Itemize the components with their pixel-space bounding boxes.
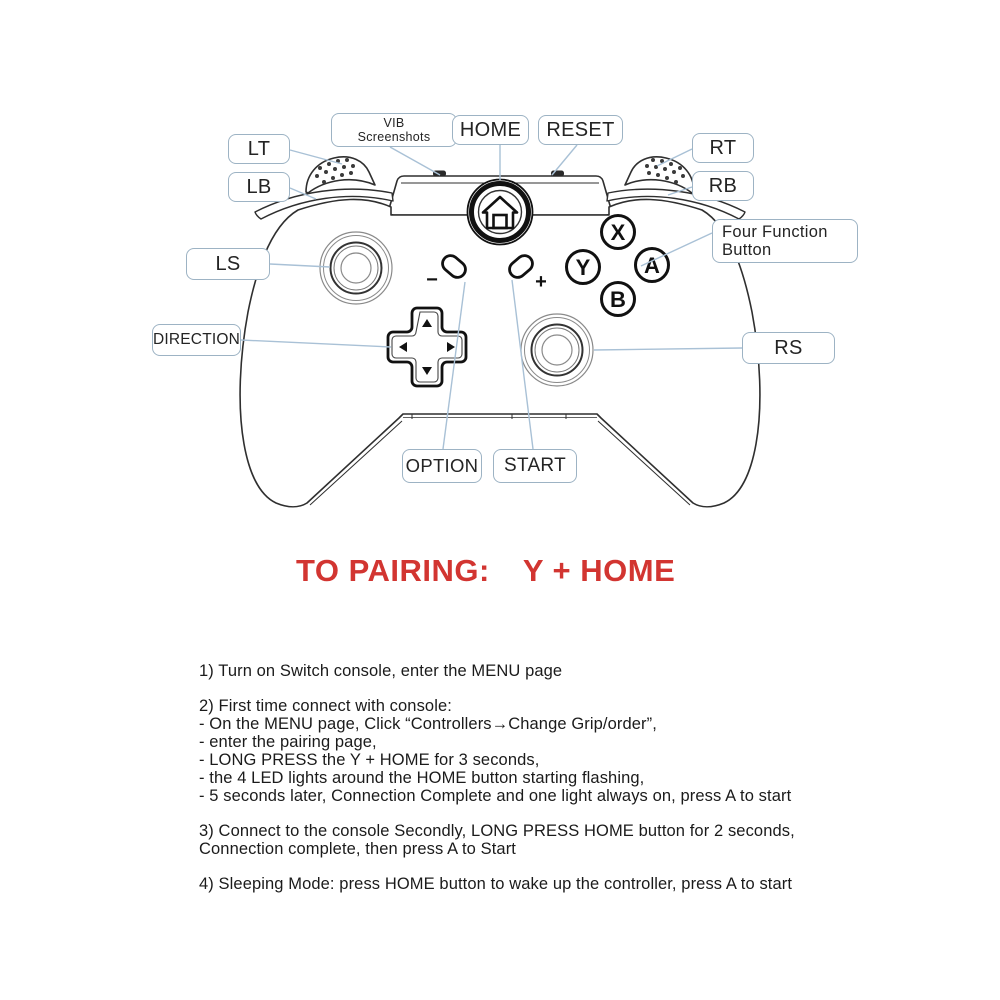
callout-rb: RB — [692, 171, 754, 201]
step2-item-2: - enter the pairing page, — [199, 733, 377, 751]
step1-line: 1) Turn on Switch console, enter the MEN… — [199, 662, 563, 680]
callout-vib-line1: VIB — [383, 116, 405, 130]
step2-title: 2) First time connect with console: — [199, 697, 452, 715]
callout-vib-screenshots: VIB Screenshots — [331, 113, 457, 147]
dpad-down-arrow — [422, 367, 432, 375]
plus-button — [508, 254, 534, 279]
callout-rs: RS — [742, 332, 835, 364]
pairing-instructions: 1) Turn on Switch console, enter the MEN… — [199, 641, 939, 893]
x-button-label: X — [611, 220, 626, 245]
step2-item-4: - the 4 LED lights around the HOME butto… — [199, 769, 645, 787]
step3-line1: 3) Connect to the console Secondly, LONG… — [199, 822, 795, 840]
dpad-up-arrow — [422, 319, 432, 327]
d-pad — [386, 306, 468, 388]
left-stick — [319, 231, 393, 305]
step2-item-3: - LONG PRESS the Y + HOME for 3 seconds, — [199, 751, 540, 769]
vib-button — [433, 170, 446, 177]
step2-item-5: - 5 seconds later, Connection Complete a… — [199, 787, 792, 805]
leader-lines — [240, 144, 743, 450]
step4-line: 4) Sleeping Mode: press HOME button to w… — [199, 875, 793, 893]
callout-vib-line2: Screenshots — [357, 130, 431, 144]
callout-ls: LS — [186, 248, 270, 280]
step2-item-1: - On the MENU page, Click “Controllers→C… — [199, 715, 657, 733]
plus-sign: + — [535, 271, 547, 293]
a-button-label: A — [644, 253, 660, 278]
pairing-combo: Y + HOME — [522, 553, 676, 588]
pairing-heading: TO PAIRING: Y + HOME — [296, 553, 675, 589]
left-bumper — [254, 188, 394, 220]
callout-four-function-button: Four Function Button — [712, 219, 858, 263]
x-button — [600, 214, 636, 250]
callout-reset: RESET — [538, 115, 623, 145]
step3-line2: Connection complete, then press A to Sta… — [199, 840, 516, 858]
home-button — [466, 178, 534, 246]
callout-direction: DIRECTION — [152, 324, 241, 356]
dpad-right-arrow — [447, 342, 455, 352]
callout-lt: LT — [228, 134, 290, 164]
minus-sign: − — [426, 269, 438, 291]
callout-start: START — [493, 449, 577, 483]
callout-ff-line2: Button — [722, 241, 772, 259]
b-button-label: B — [610, 287, 626, 312]
callout-option: OPTION — [402, 449, 482, 483]
y-button — [565, 249, 601, 285]
right-trigger — [624, 156, 695, 194]
callout-home: HOME — [452, 115, 529, 145]
right-bumper — [606, 188, 746, 220]
left-trigger — [305, 156, 376, 194]
b-button — [600, 281, 636, 317]
callout-lb: LB — [228, 172, 290, 202]
callout-ff-line1: Four Function — [722, 222, 828, 241]
home-house-icon — [481, 195, 519, 230]
face-buttons: X Y A B — [565, 214, 670, 317]
pairing-label: TO PAIRING: — [296, 553, 490, 588]
y-button-label: Y — [576, 255, 591, 280]
right-stick — [520, 313, 594, 387]
callout-rt: RT — [692, 133, 754, 163]
dpad-left-arrow — [399, 342, 407, 352]
minus-button — [441, 254, 467, 279]
